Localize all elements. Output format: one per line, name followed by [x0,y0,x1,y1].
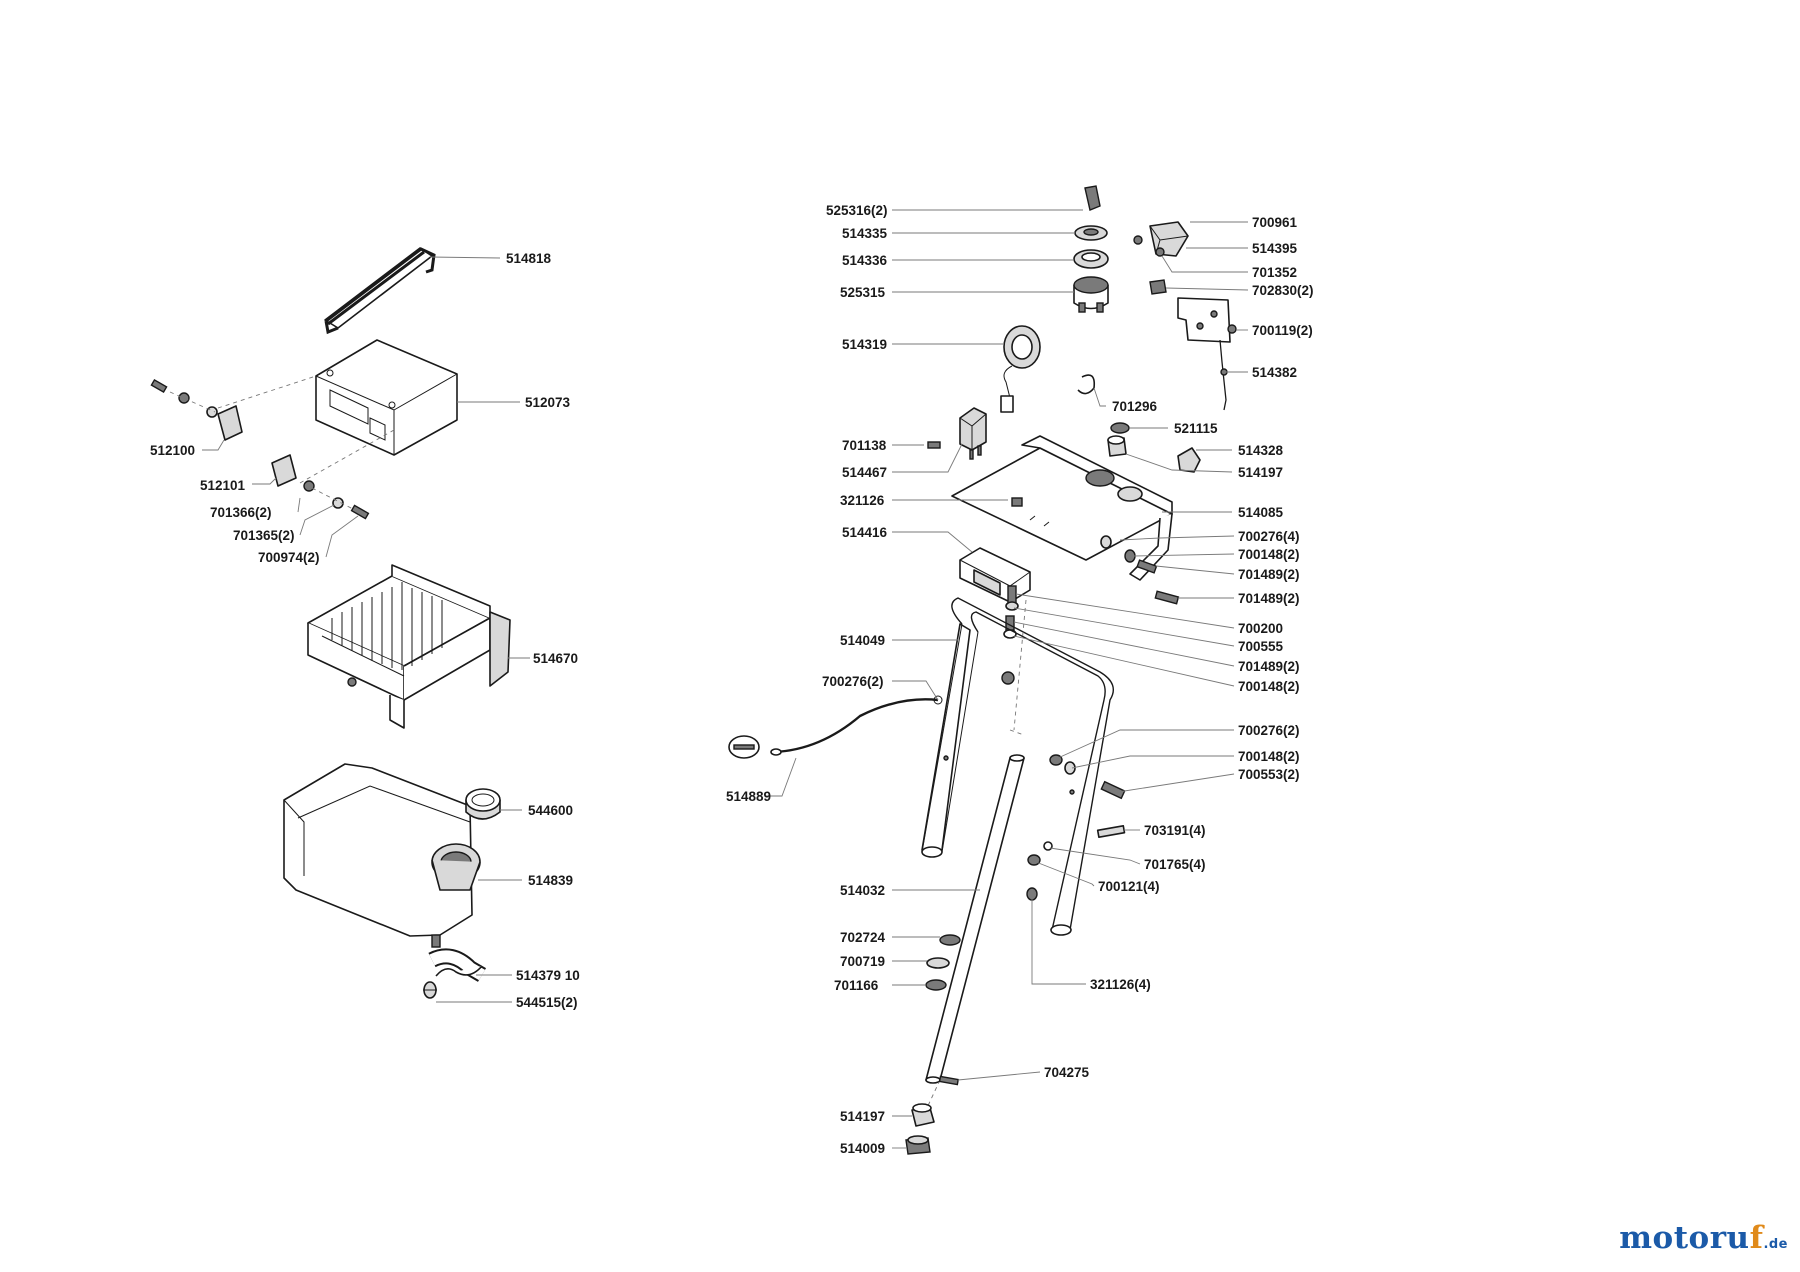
label-700148-2a: 700148(2) [1238,547,1300,562]
switch-parts-upper [1107,422,1201,473]
label-700961: 700961 [1252,215,1298,230]
label-702724: 702724 [840,930,886,945]
label-514382: 514382 [1252,365,1297,380]
label-512100: 512100 [150,443,195,458]
label-514032: 514032 [840,883,885,898]
battery-terminal-parts [150,375,395,520]
battery-part [315,339,458,456]
label-514467: 514467 [842,465,887,480]
label-514085: 514085 [1238,505,1284,520]
fasteners-panel [1003,535,1180,639]
brand-main: motoru [1619,1220,1750,1256]
label-700148-2b: 700148(2) [1238,679,1300,694]
throttle-bracket-part [1149,279,1237,411]
label-512101: 512101 [200,478,246,493]
fuel-hose-part [423,948,487,999]
dash-panel-part [951,435,1173,581]
label-701366: 701366(2) [210,505,272,520]
fuel-tank-part [283,763,481,948]
label-701138: 701138 [842,438,887,453]
label-521115: 521115 [1174,421,1218,436]
label-514395: 514395 [1252,241,1298,256]
fuel-cap-part [465,788,501,820]
label-544600: 544600 [528,803,573,818]
label-544515: 544515(2) [516,995,578,1010]
label-514336: 514336 [842,253,888,268]
ignition-switch-parts [1073,185,1109,313]
label-700121: 700121(4) [1098,879,1160,894]
label-525315: 525315 [840,285,886,300]
label-514335: 514335 [842,226,888,241]
label-514416: 514416 [842,525,888,540]
label-701489-2b: 701489(2) [1238,591,1300,606]
battery-tray-part [307,564,511,729]
label-700276-2a: 700276(2) [822,674,884,689]
leader-lines [202,209,1249,1149]
label-321126: 321126 [840,493,885,508]
label-701352: 701352 [1252,265,1297,280]
label-700974: 700974(2) [258,550,320,565]
label-701765: 701765(4) [1144,857,1206,872]
label-701489-2c: 701489(2) [1238,659,1300,674]
brand-accent: f [1749,1220,1764,1256]
buzzer-part [1000,325,1096,413]
label-514670: 514670 [533,651,578,666]
label-701489-2a: 701489(2) [1238,567,1300,582]
label-525316: 525316(2) [826,203,888,218]
label-700200: 700200 [1238,621,1283,636]
label-700119: 700119(2) [1252,323,1313,338]
label-701365: 701365(2) [233,528,295,543]
label-701296: 701296 [1112,399,1158,414]
column-part [925,599,1027,1111]
brand-logo: motoruf.de [1619,1220,1788,1256]
ground-cable-part [728,695,943,759]
label-321126-4: 321126(4) [1090,977,1151,992]
battery-strap-part [324,247,436,335]
label-701166: 701166 [834,978,879,993]
label-512073: 512073 [525,395,571,410]
part-number-labels: 514818 512073 512100 512101 701366(2) 70… [150,203,1314,1156]
label-700555: 700555 [1238,639,1284,654]
column-bottom-parts [905,1103,935,1155]
label-514197-top: 514197 [1238,465,1283,480]
label-700276-2b: 700276(2) [1238,723,1300,738]
throttle-knob-part [1133,221,1189,257]
handle-frame-part [921,597,1114,936]
label-702830: 702830(2) [1252,283,1314,298]
label-514009: 514009 [840,1141,885,1156]
bracket-part [959,547,1031,603]
label-514818: 514818 [506,251,552,266]
label-704275: 704275 [1044,1065,1090,1080]
label-700276-4: 700276(4) [1238,529,1300,544]
brand-suffix: .de [1763,1237,1788,1252]
label-514328: 514328 [1238,443,1284,458]
label-514049: 514049 [840,633,885,648]
relay-part [927,407,987,460]
label-514197-bottom: 514197 [840,1109,885,1124]
column-bushings [925,934,961,991]
label-700148-2c: 700148(2) [1238,749,1300,764]
label-514379: 514379 10 [516,968,580,983]
label-514889: 514889 [726,789,771,804]
label-700553: 700553(2) [1238,767,1300,782]
label-514319: 514319 [842,337,887,352]
label-703191: 703191(4) [1144,823,1206,838]
label-700719: 700719 [840,954,885,969]
label-514839: 514839 [528,873,573,888]
